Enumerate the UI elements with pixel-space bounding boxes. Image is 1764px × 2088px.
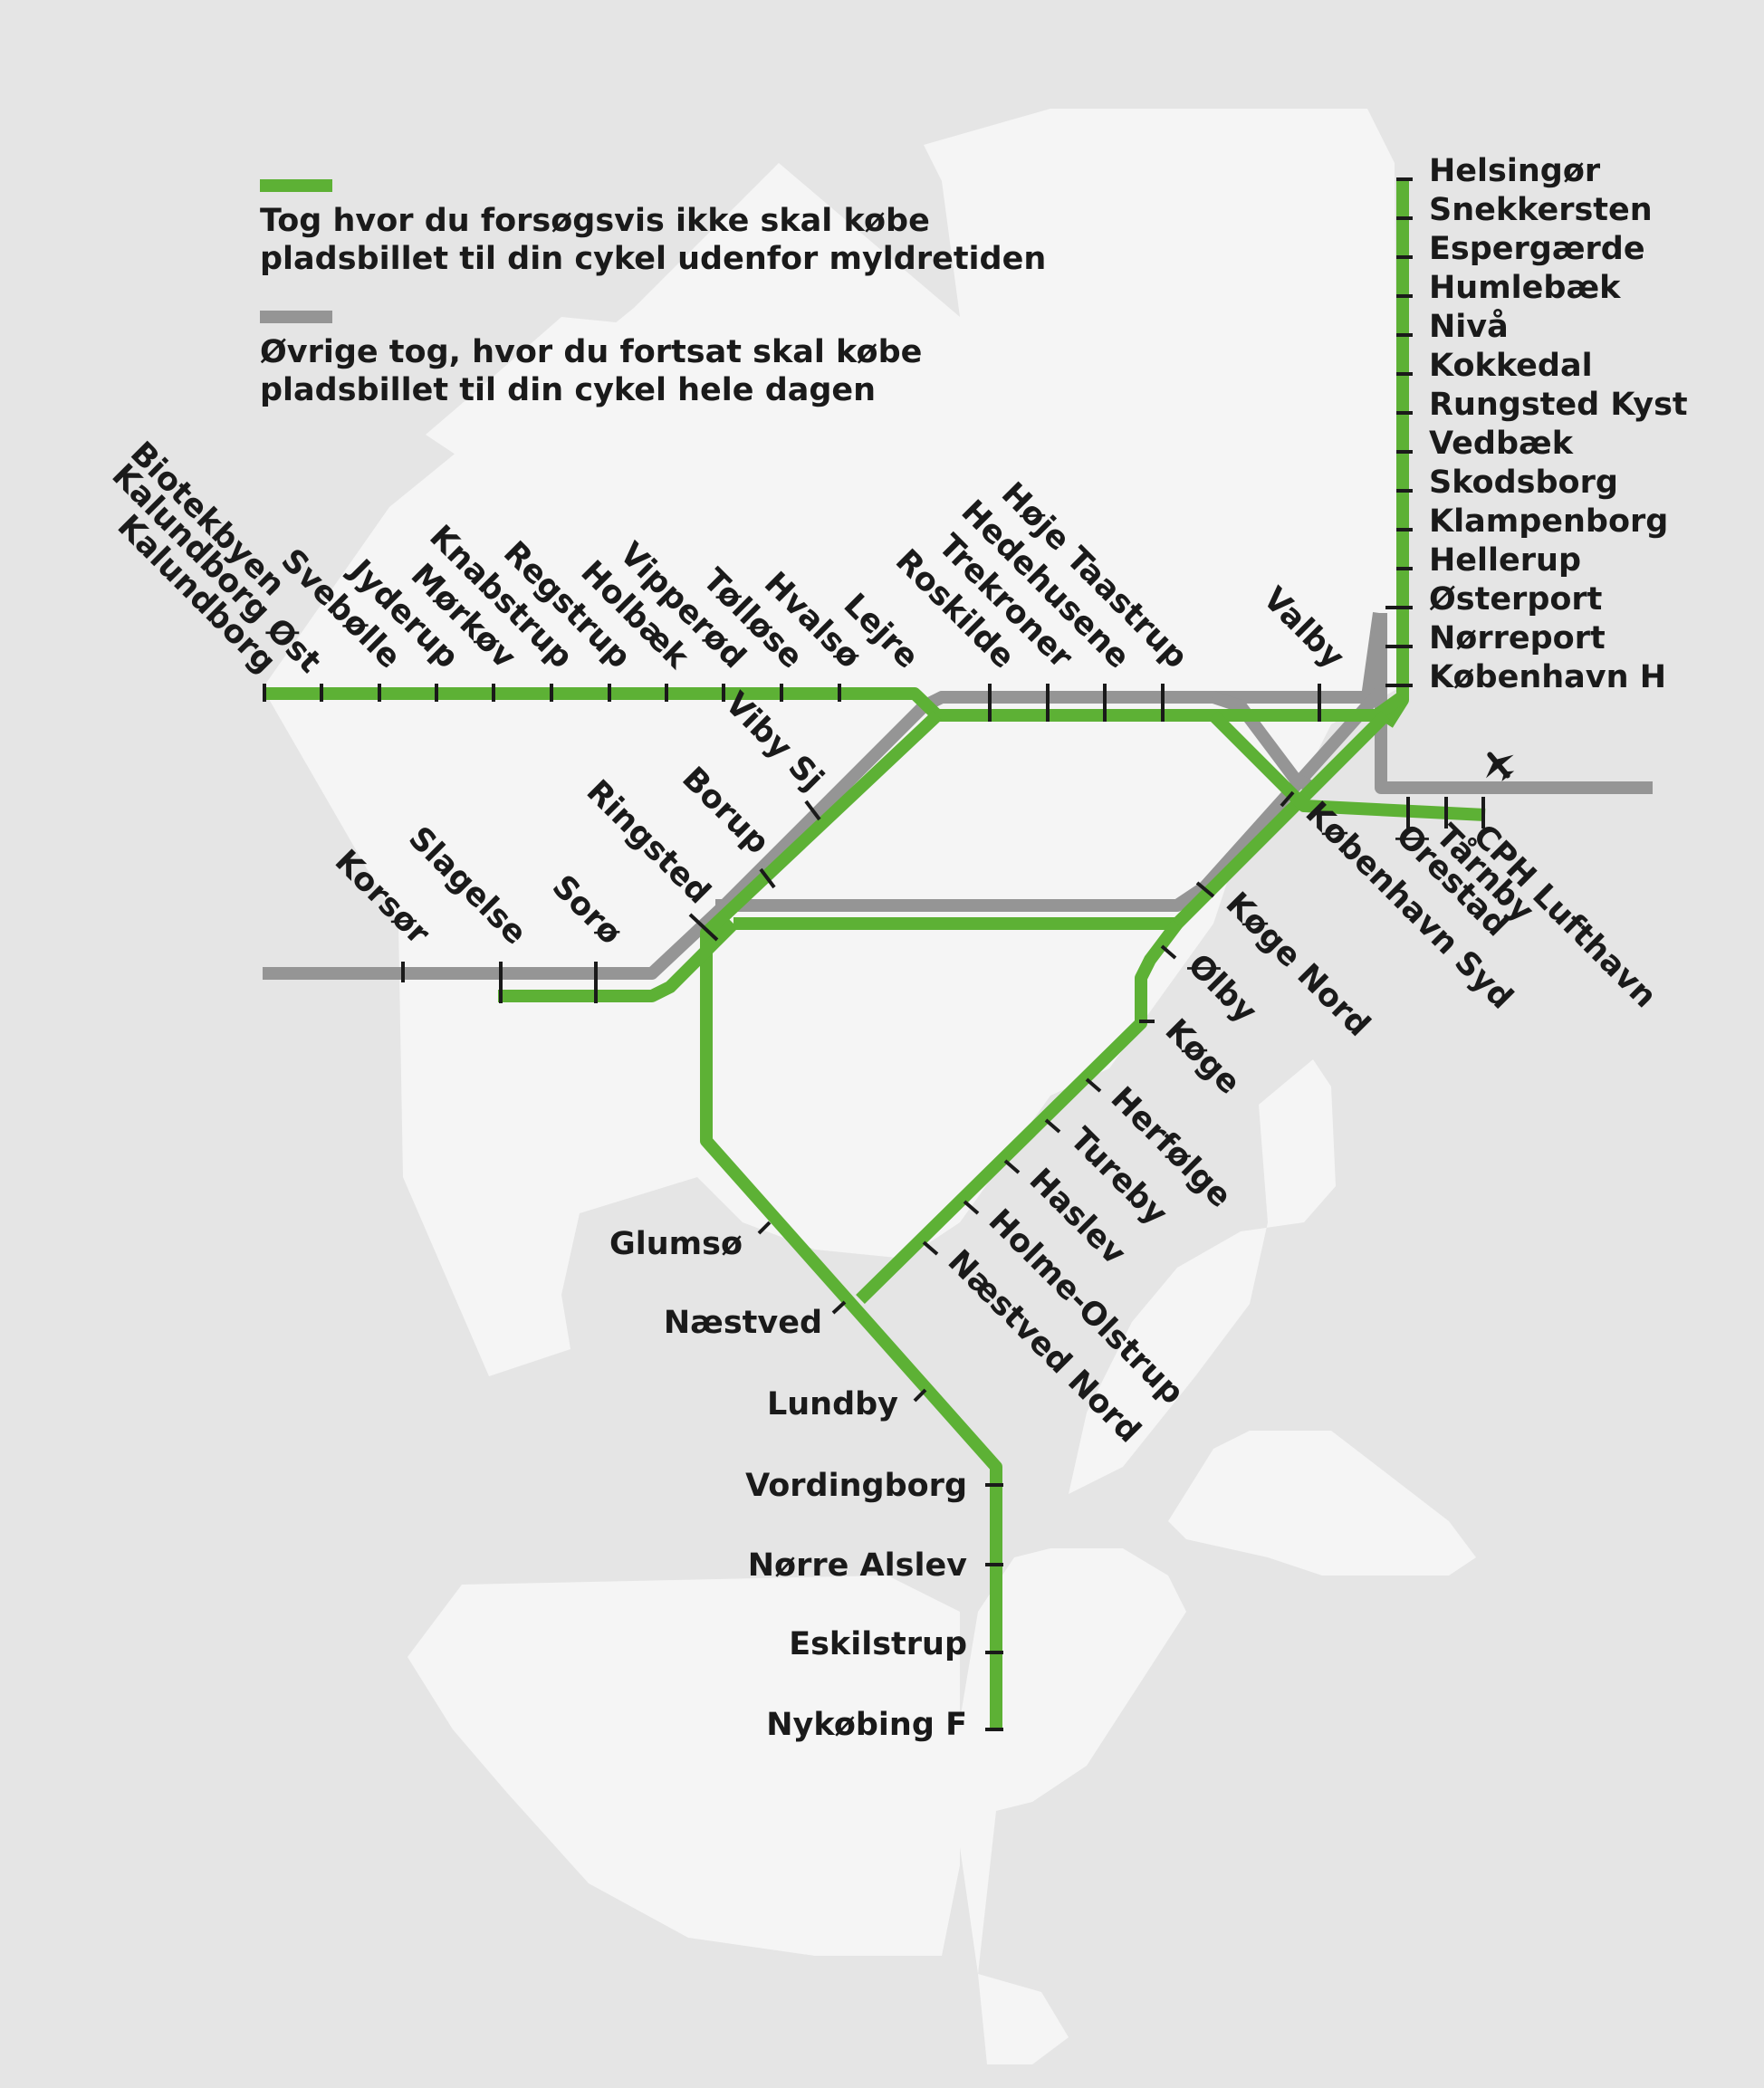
- label-snekkersten: Snekkersten: [1429, 192, 1653, 228]
- label-nykobing-f: Nykøbing F: [766, 1707, 967, 1743]
- land-mon: [1168, 1431, 1476, 1576]
- green-line-slagelse: [498, 919, 738, 1002]
- label-norre-alslev: Nørre Alslev: [748, 1547, 967, 1584]
- tick-kobenhavn-syd: [1280, 790, 1295, 808]
- land-masses: [263, 109, 1476, 2064]
- grey-line-roskilde-kobenhavnsyd: [1211, 691, 1317, 794]
- label-kobenhavn-h: København H: [1429, 659, 1666, 695]
- label-klampenborg: Klampenborg: [1429, 503, 1668, 540]
- grey-line-nordhavn-spur: [1375, 613, 1653, 794]
- label-hellerup: Hellerup: [1429, 542, 1581, 579]
- label-vordingborg: Vordingborg: [745, 1468, 967, 1504]
- label-eskilstrup: Eskilstrup: [789, 1626, 967, 1662]
- grey-line-main-west: [263, 612, 1385, 980]
- label-lundby: Lundby: [767, 1386, 898, 1422]
- label-norreport: Nørreport: [1429, 620, 1606, 656]
- green-lines: [263, 179, 1486, 1729]
- tick-ringsted: [688, 913, 719, 942]
- land-falster: [960, 1548, 1186, 2064]
- label-espergaerde: Espergærde: [1429, 231, 1645, 267]
- tick-viby-sj: [804, 800, 821, 821]
- label-vedbaek: Vedbæk: [1429, 426, 1574, 462]
- label-osterport: Østerport: [1429, 581, 1602, 618]
- tick-glumso: [757, 1221, 772, 1235]
- label-niva: Nivå: [1429, 308, 1509, 345]
- land-odsherred: [426, 317, 752, 579]
- tick-tureby: [1044, 1118, 1061, 1134]
- land-stevns: [1069, 1059, 1336, 1494]
- label-skodsborg: Skodsborg: [1429, 465, 1618, 501]
- label-kokkedal: Kokkedal: [1429, 348, 1593, 384]
- tick-olby: [1160, 944, 1177, 960]
- tick-naestved: [831, 1300, 847, 1315]
- label-glumso: Glumsø: [609, 1226, 743, 1262]
- legend-grey-text-1: Øvrige tog, hvor du fortsat skal købe: [260, 334, 922, 370]
- green-line-holbaek-ringsted: [700, 710, 1002, 1729]
- green-line-koge-naestved: [856, 919, 1183, 1304]
- legend: Tog hvor du forsøgsvis ikke skal købe pl…: [260, 179, 1046, 408]
- green-line-airport: [1209, 711, 1486, 821]
- label-helsingor: Helsingør: [1429, 153, 1601, 189]
- label-naestved: Næstved: [664, 1305, 822, 1341]
- tick-herfolge: [1085, 1078, 1102, 1093]
- tick-naestved-nord: [922, 1240, 939, 1256]
- tick-holme-olstrup: [963, 1200, 980, 1215]
- label-humlebaek: Humlebæk: [1429, 270, 1621, 306]
- label-rungsted-kyst: Rungsted Kyst: [1429, 387, 1688, 423]
- legend-green-text-2: pladsbillet til din cykel udenfor myldre…: [260, 241, 1046, 277]
- station-ticks: [263, 177, 1485, 1731]
- land-lolland: [407, 1576, 960, 1956]
- tick-lundby: [913, 1388, 927, 1403]
- legend-green-text-1: Tog hvor du forsøgsvis ikke skal købe: [260, 203, 930, 239]
- tick-borup: [759, 867, 776, 889]
- tick-koge-nord: [1195, 881, 1215, 898]
- tick-haslev: [1003, 1159, 1021, 1174]
- legend-grey-text-2: pladsbillet til din cykel hele dagen: [260, 372, 876, 408]
